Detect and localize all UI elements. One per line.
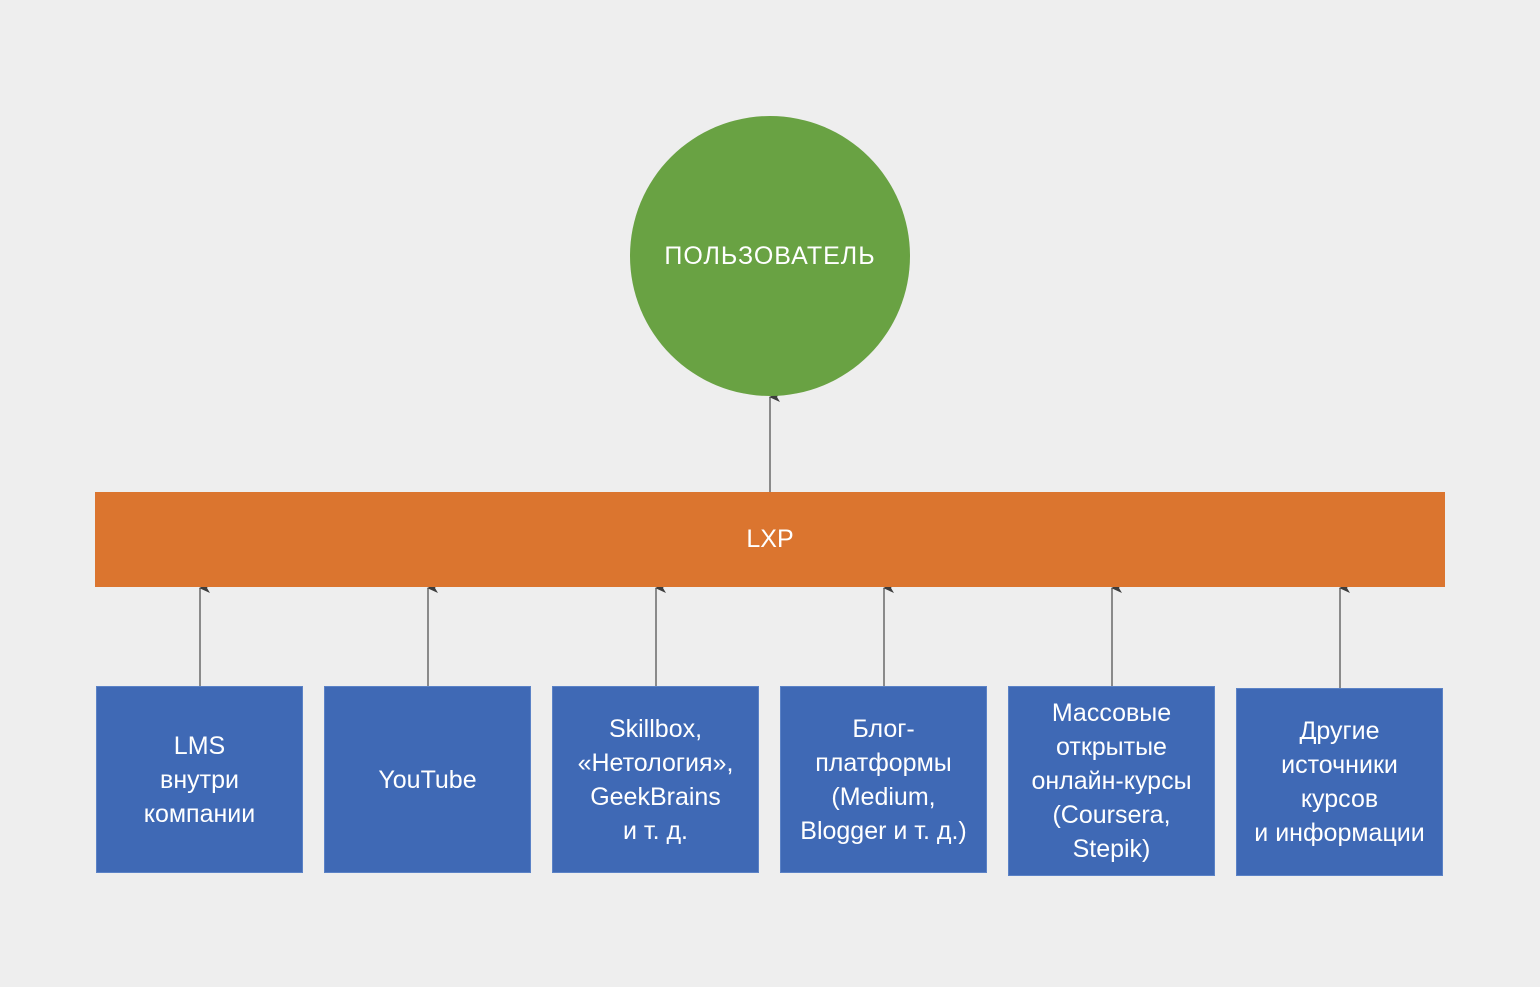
source-other: Другие источники курсов и информации <box>1236 688 1443 876</box>
user-node: ПОЛЬЗОВАТЕЛЬ <box>630 116 910 396</box>
source-label: LMS внутри компании <box>143 731 256 828</box>
source-label: Другие источники курсов и информации <box>1254 717 1425 847</box>
lxp-node-label: LXP <box>746 525 794 553</box>
source-label: Массовые открытые онлайн-курсы (Coursera… <box>1031 699 1192 863</box>
source-online-schools: Skillbox, «Нетология», GeekBrains и т. д… <box>552 686 759 873</box>
source-youtube: YouTube <box>324 686 531 873</box>
source-mooc: Массовые открытые онлайн-курсы (Coursera… <box>1008 686 1215 876</box>
source-label: YouTube <box>378 765 477 794</box>
source-blog-platforms: Блог- платформы (Medium, Blogger и т. д.… <box>780 686 987 873</box>
source-label: Skillbox, «Нетология», GeekBrains и т. д… <box>577 714 734 845</box>
user-node-label: ПОЛЬЗОВАТЕЛЬ <box>664 241 876 270</box>
lxp-platform-node: LXP <box>95 492 1445 587</box>
source-lms: LMS внутри компании <box>96 686 303 873</box>
source-label: Блог- платформы (Medium, Blogger и т. д.… <box>800 714 967 845</box>
